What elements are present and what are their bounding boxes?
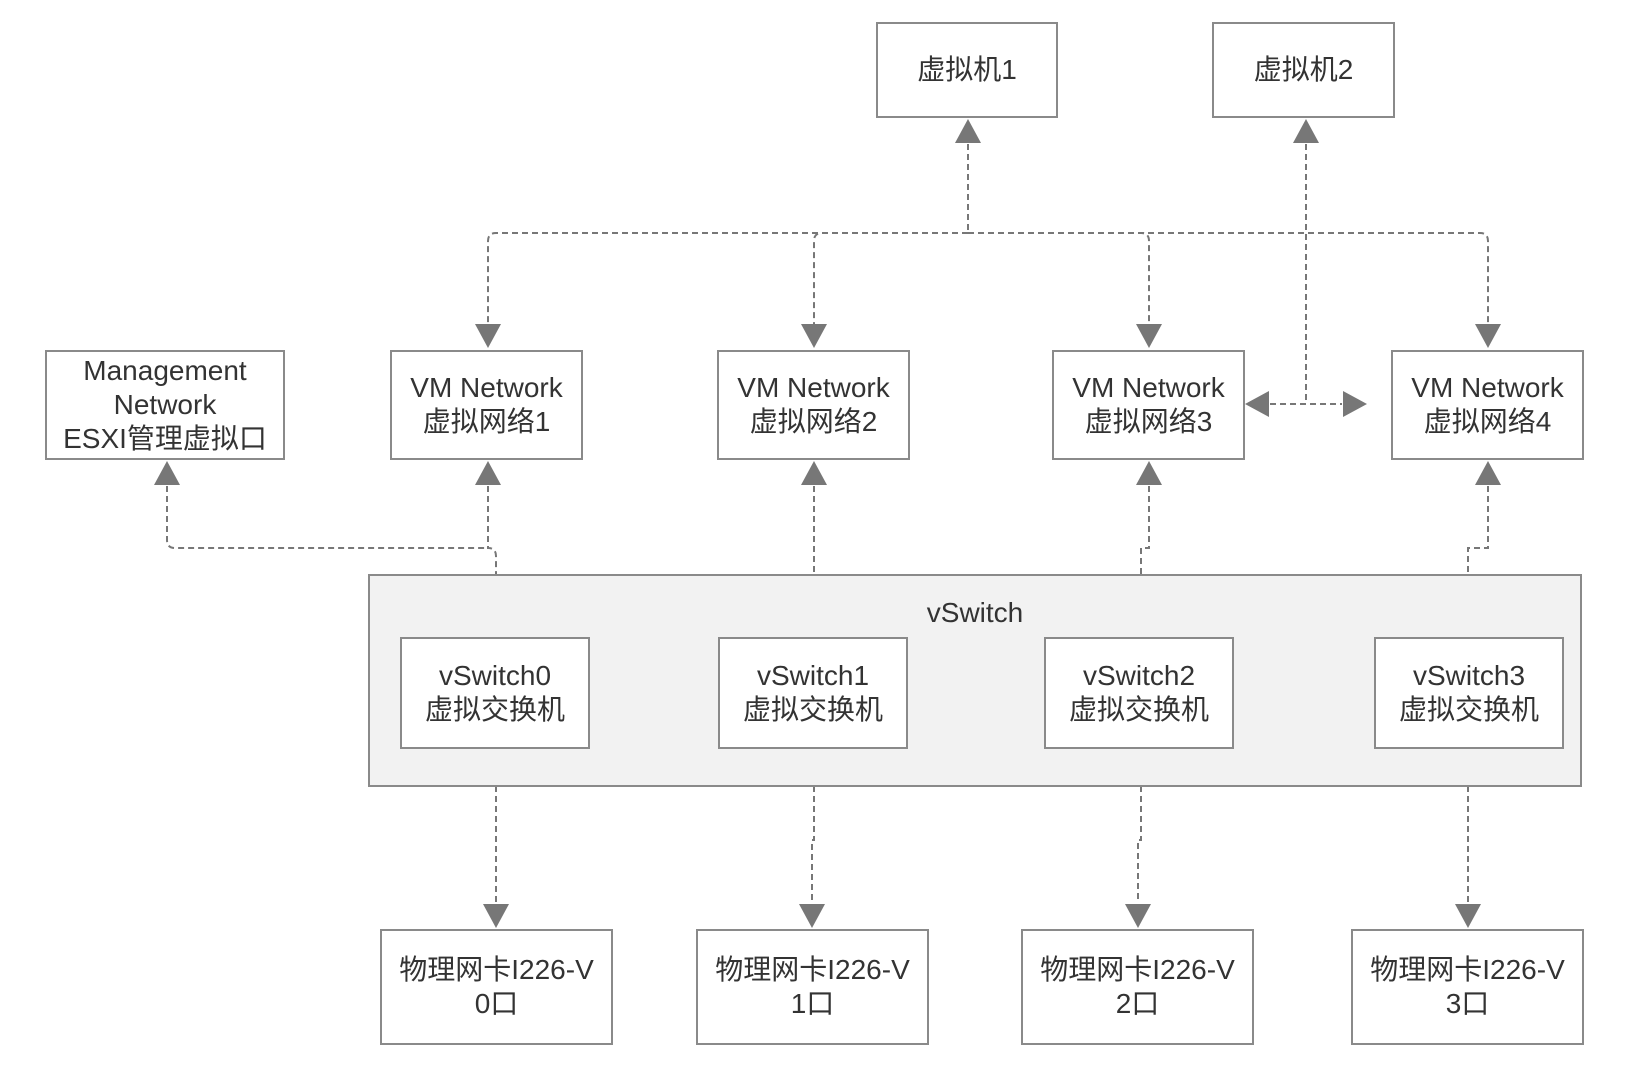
management-network-node[interactable]: Management Network ESXI管理虚拟口 [45,350,285,460]
vm1-to-net2-line [813,232,968,324]
net1-arrow-up [475,461,501,485]
net4-arrow-up [1475,461,1501,485]
nic2-node[interactable]: 物理网卡I226-V 2口 [1021,929,1254,1045]
net4-arrow-right [1343,391,1367,417]
nic2-label-1: 物理网卡I226-V [1040,954,1235,985]
vm2-arrow-up [1293,119,1319,143]
vm-network-1-node[interactable]: VM Network 虚拟网络1 [390,350,583,460]
vm-network-4-label-1: VM Network [1411,372,1564,403]
vswitch-group-label: vSwitch [926,597,1024,628]
vm2-node[interactable]: 虚拟机2 [1212,22,1395,118]
vm-network-2-label-2: 虚拟网络2 [749,406,878,437]
vm-network-3-node[interactable]: VM Network 虚拟网络3 [1052,350,1245,460]
nic3-label-1: 物理网卡I226-V [1370,954,1565,985]
net2-arrow-up [801,461,827,485]
net4-arrow-down [1475,324,1501,348]
vswitch2-label-2: 虚拟交换机 [1068,694,1209,725]
net1-to-sw0-line [487,486,497,612]
net3-arrow-left [1245,391,1269,417]
vswitch1-node[interactable]: vSwitch1 虚拟交换机 [718,637,908,749]
nic1-node[interactable]: 物理网卡I226-V 1口 [696,929,929,1045]
nic0-node[interactable]: 物理网卡I226-V 0口 [380,929,613,1045]
mgmt-arrow-up [154,461,180,485]
vswitch3-label-2: 虚拟交换机 [1398,694,1539,725]
vswitch0-label-2: 虚拟交换机 [424,694,565,725]
vm1-to-net3-line [968,232,1150,324]
vm-network-2-label-1: VM Network [737,372,890,403]
nic1-label-2: 1口 [790,988,835,1019]
nic0-label-1: 物理网卡I226-V [399,954,594,985]
vswitch3-node[interactable]: vSwitch3 虚拟交换机 [1374,637,1564,749]
vm-network-1-label-1: VM Network [410,372,563,403]
net2-arrow-down [801,324,827,348]
net3-arrow-up [1136,461,1162,485]
vm-network-1-label-2: 虚拟网络1 [422,406,551,437]
net1-arrow-down [475,324,501,348]
vm-network-4-node[interactable]: VM Network 虚拟网络4 [1391,350,1584,460]
vm1-node[interactable]: 虚拟机1 [876,22,1058,118]
sw1-to-nic1-line [811,776,815,903]
vm1-arrow-up [955,119,981,143]
management-network-label-2: Network [113,389,217,420]
vm1-label: 虚拟机1 [917,54,1017,85]
vm-network-2-node[interactable]: VM Network 虚拟网络2 [717,350,910,460]
vm-network-3-label-1: VM Network [1072,372,1225,403]
management-network-label-1: Management [83,355,247,386]
net3-arrow-down [1136,324,1162,348]
vswitch2-node[interactable]: vSwitch2 虚拟交换机 [1044,637,1234,749]
vswitch3-label-1: vSwitch3 [1412,660,1526,691]
vswitch1-label-1: vSwitch1 [756,660,870,691]
vm1-to-net4-line [968,232,1489,324]
nic2-arrow-down [1125,904,1151,928]
nic3-node[interactable]: 物理网卡I226-V 3口 [1351,929,1584,1045]
vm-network-3-label-2: 虚拟网络3 [1084,406,1213,437]
sw2-to-nic2-line [1137,776,1142,903]
mgmt-link-line [166,486,488,549]
vswitch2-label-1: vSwitch2 [1082,660,1196,691]
nic3-label-2: 3口 [1445,988,1490,1019]
nic3-arrow-down [1455,904,1481,928]
vswitch1-label-2: 虚拟交换机 [742,694,883,725]
vm-network-4-label-2: 虚拟网络4 [1423,406,1552,437]
vm1-to-net1-line [487,232,968,324]
vswitch0-node[interactable]: vSwitch0 虚拟交换机 [400,637,590,749]
vswitch0-label-1: vSwitch0 [438,660,552,691]
nic1-label-1: 物理网卡I226-V [715,954,910,985]
nic1-arrow-down [799,904,825,928]
nic0-arrow-down [483,904,509,928]
nic2-label-2: 2口 [1115,988,1160,1019]
vm2-label: 虚拟机2 [1253,54,1354,85]
nic0-label-2: 0口 [474,988,519,1019]
management-network-label-3: ESXI管理虚拟口 [63,423,267,454]
